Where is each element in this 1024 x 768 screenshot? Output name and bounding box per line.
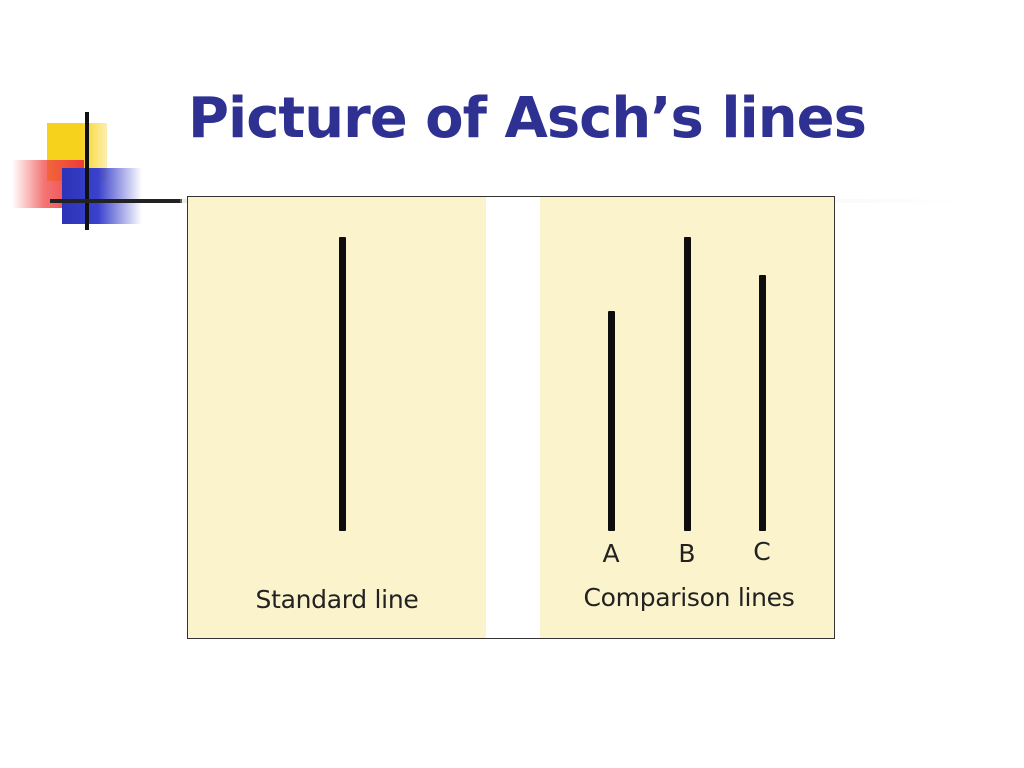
crosshair-horizontal-line bbox=[50, 199, 182, 203]
slide-title: Picture of Asch’s lines bbox=[188, 86, 867, 151]
blue-square-icon bbox=[62, 168, 142, 224]
slide-logo bbox=[0, 0, 200, 240]
standard-line-panel: Standard line bbox=[188, 197, 486, 638]
comparison-line-c bbox=[759, 275, 766, 531]
crosshair-vertical-line bbox=[85, 112, 89, 230]
comparison-line-b bbox=[684, 237, 691, 531]
comparison-line-a bbox=[608, 310, 615, 531]
comparison-label-c: C bbox=[753, 537, 771, 566]
comparison-lines-panel: A B C Comparison lines bbox=[540, 197, 834, 638]
comparison-label-a: A bbox=[602, 539, 620, 568]
asch-lines-figure: Standard line A B C Comparison lines bbox=[187, 196, 835, 639]
comparison-label-b: B bbox=[678, 539, 696, 568]
standard-line bbox=[339, 237, 346, 531]
standard-line-caption: Standard line bbox=[255, 585, 419, 614]
comparison-lines-caption: Comparison lines bbox=[583, 583, 795, 612]
